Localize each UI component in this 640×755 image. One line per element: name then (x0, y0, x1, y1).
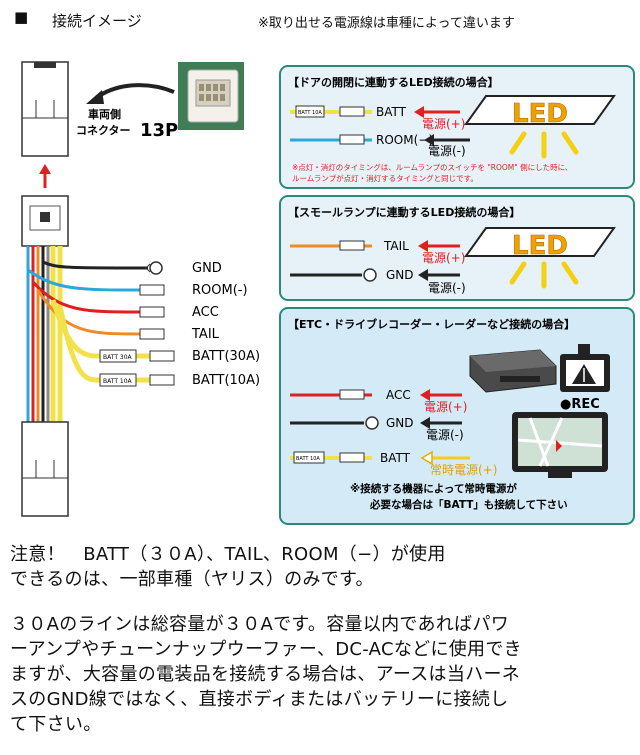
panel-door-led: LED (512, 99, 568, 129)
panel-small-power-minus: 電源(-) (428, 281, 466, 295)
capacity-note: ３０Aのラインは総容量が３０Aです。容量以内であればパワ ーアンプやチューンナッ… (10, 612, 632, 737)
harness-bundle (26, 246, 63, 422)
capacity-line-3: ますが、大容量の電装品を接続する場合は、アースは当ハーネ (10, 664, 521, 685)
svg-text:BATT 10A: BATT 10A (296, 456, 320, 462)
connector-label-line2: コネクター (76, 124, 131, 137)
curved-arrow (94, 83, 175, 100)
panel-door-note-1: ※点灯・消灯のタイミングは、ルームランプのスイッチを "ROOM" 側にした時に… (292, 162, 572, 172)
wire-label-gnd: GND (192, 261, 222, 276)
wire-label-acc: ACC (192, 305, 219, 320)
wire-label-batt30: BATT(30A) (192, 349, 260, 364)
fuse-label-10a: BATT 10A (103, 378, 133, 385)
connector-label-line1: 車両側 (88, 107, 121, 121)
capacity-line-4: スのGND線ではなく、直接ボディまたはバッテリーに接続し (10, 689, 509, 710)
panel-door-batt: BATT (376, 105, 407, 119)
panel-door-note-2: ルームランプが点灯・消灯するタイミングと同じです。 (292, 173, 478, 183)
panel-small-tail: TAIL (383, 239, 409, 253)
panel-door-power-plus: 電源(+) (422, 117, 465, 131)
capacity-line-5: て下さい。 (10, 714, 102, 735)
capacity-line-1: ３０Aのラインは総容量が３０Aです。容量以内であればパワ (10, 614, 510, 635)
panel-etc-note-2: 必要な場合は「BATT」も接続して下さい (369, 498, 568, 511)
header-note: ※取り出せる電源線は車種によって違います (258, 16, 515, 31)
harness-connector-bottom (21, 421, 69, 517)
panel-door-title: 【ドアの開閉に連動するLED接続の場合】 (288, 75, 499, 89)
vehicle-connector (21, 61, 69, 157)
fuse-label-30a: BATT 30A (103, 354, 133, 361)
terminals (99, 261, 175, 387)
panel-etc-gnd: GND (386, 416, 414, 430)
header-title: 接続イメージ (52, 12, 142, 30)
diagram-canvas: 車両側 コネクター 13P (21, 61, 635, 525)
wire-label-tail: TAIL (191, 327, 220, 342)
harness-connector-top (21, 195, 69, 247)
capacity-line-2: ーアンプやチューンナップウーファー、DC-ACなどに使用でき (10, 639, 522, 660)
panel-small-title: 【スモールランプに連動するLED接続の場合】 (288, 205, 520, 219)
panel-etc-batt: BATT (380, 451, 411, 465)
panel-small-power-plus: 電源(+) (422, 251, 465, 265)
wire-label-room: ROOM(-) (192, 283, 248, 298)
panel-etc-rec: ●REC (560, 397, 600, 412)
wire-label-batt10: BATT(10A) (192, 373, 260, 388)
connector-photo (178, 62, 244, 130)
panel-etc-title: 【ETC・ドライブレコーダー・レーダーなど接続の場合】 (288, 317, 575, 331)
panel-door-power-minus: 電源(-) (428, 144, 466, 158)
panel-etc-note-1: ※接続する機器によって常時電源が (350, 482, 517, 495)
header-bullet: ■ (14, 8, 29, 26)
branch-wires (27, 260, 150, 383)
dashcam-illustration (560, 344, 610, 392)
panel-door: 【ドアの開閉に連動するLED接続の場合】 BATT 10A BATT 電源(+)… (279, 65, 635, 189)
svg-text:BATT 10A: BATT 10A (298, 110, 322, 116)
panel-small-led: LED (512, 231, 568, 261)
connector-pins: 13P (140, 120, 178, 141)
panel-etc: 【ETC・ドライブレコーダー・レーダーなど接続の場合】 ●REC ACC (279, 307, 635, 525)
panel-etc-power-minus: 電源(-) (426, 428, 464, 442)
panel-etc-acc: ACC (386, 388, 411, 402)
panel-small-gnd: GND (386, 268, 414, 282)
panel-etc-power-plus: 電源(+) (424, 400, 467, 414)
panel-small-lamp: 【スモールランプに連動するLED接続の場合】 TAIL 電源(+) GND 電源… (279, 195, 635, 301)
panel-etc-constant-power: 常時電源(+) (430, 463, 497, 477)
caution-note: 注意！ BATT（３０A）、TAIL、ROOM（−）が使用 できるのは、一部車種… (10, 542, 632, 592)
caution-line-1: 注意！ BATT（３０A）、TAIL、ROOM（−）が使用 (10, 544, 446, 565)
panel-door-room: ROOM(−) (376, 133, 433, 147)
caution-line-2: できるのは、一部車種（ヤリス）のみです。 (10, 569, 374, 590)
monitor-illustration (512, 412, 608, 478)
etc-unit-illustration (469, 349, 557, 393)
